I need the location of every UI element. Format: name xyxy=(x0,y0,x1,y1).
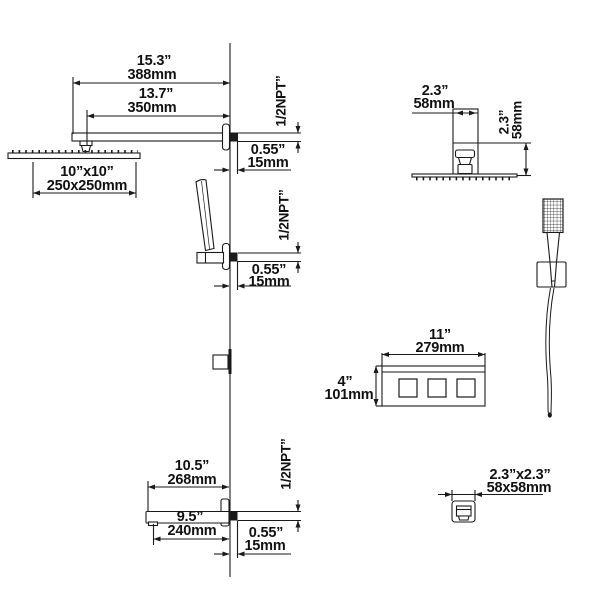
dim-rain-depth xyxy=(214,141,291,174)
dim-spout-overall xyxy=(147,481,229,511)
label-side-width-inches: 2.3” xyxy=(421,82,449,99)
rain-shower-arm-drawing xyxy=(71,123,238,153)
label-elbow-size-inches: 2.3”x2.3” xyxy=(489,466,551,483)
label-panel-width-inches: 11” xyxy=(429,326,451,343)
valve-body-drawing xyxy=(212,349,232,374)
dim-head-side-width xyxy=(412,110,478,116)
label-rain-head-mm: 250x250mm xyxy=(46,177,128,194)
label-spout-reach-mm: 240mm xyxy=(167,522,217,539)
wall-elbow-drawing xyxy=(438,490,543,523)
label-spout-reach-inches: 9.5” xyxy=(176,508,204,525)
dim-panel-height xyxy=(373,365,383,407)
label-rain-overall-inches: 15.3” xyxy=(136,52,172,69)
dim-spout-reach xyxy=(152,524,229,545)
head-side-view-drawing xyxy=(411,108,518,181)
label-spout-npt: 1/2NPT” xyxy=(278,438,294,490)
dim-hand-depth xyxy=(214,261,291,290)
tub-spout-drawing xyxy=(145,498,238,527)
label-panel-height-mm: 101mm xyxy=(324,386,374,403)
dim-head-side-height xyxy=(478,142,531,177)
dim-rain-head-size xyxy=(32,162,137,198)
hand-shower-wand-drawing xyxy=(536,198,567,418)
dim-rain-arm xyxy=(86,110,230,145)
label-spout-depth-inches: 0.55” xyxy=(248,524,284,541)
label-rain-arm-mm: 350mm xyxy=(127,99,177,116)
label-rain-depth-mm: 15mm xyxy=(247,154,289,171)
label-spout-overall-inches: 10.5” xyxy=(174,457,210,474)
label-rain-npt: 1/2NPT” xyxy=(273,75,289,127)
label-rain-head-inches: 10”x10” xyxy=(60,163,114,180)
valve-panel-drawing xyxy=(381,365,486,407)
dim-spout-depth xyxy=(214,521,291,558)
hand-shower-holder-drawing xyxy=(195,179,238,271)
label-elbow-size-mm: 58x58mm xyxy=(486,479,552,496)
label-rain-overall-mm: 388mm xyxy=(127,66,177,83)
label-side-width-mm: 58mm xyxy=(413,95,455,112)
label-panel-height-inches: 4” xyxy=(337,373,353,390)
dim-rain-overall xyxy=(72,77,230,134)
label-spout-depth-mm: 15mm xyxy=(244,537,286,554)
label-panel-width-mm: 279mm xyxy=(415,339,465,356)
label-spout-overall-mm: 268mm xyxy=(167,471,217,488)
label-rain-depth-inches: 0.55” xyxy=(250,141,286,158)
label-hand-depth-mm: 15mm xyxy=(248,273,290,290)
label-rain-arm-inches: 13.7” xyxy=(138,85,174,102)
dim-rain-npt xyxy=(238,122,301,153)
dim-hand-npt xyxy=(238,242,301,273)
dim-spout-npt xyxy=(237,500,301,532)
label-side-height-mm: 58mm xyxy=(509,100,525,140)
dim-panel-width xyxy=(381,352,486,366)
rain-shower-head-drawing xyxy=(7,150,141,160)
label-hand-depth-inches: 0.55” xyxy=(251,261,287,278)
label-hand-npt: 1/2NPT” xyxy=(276,189,292,241)
